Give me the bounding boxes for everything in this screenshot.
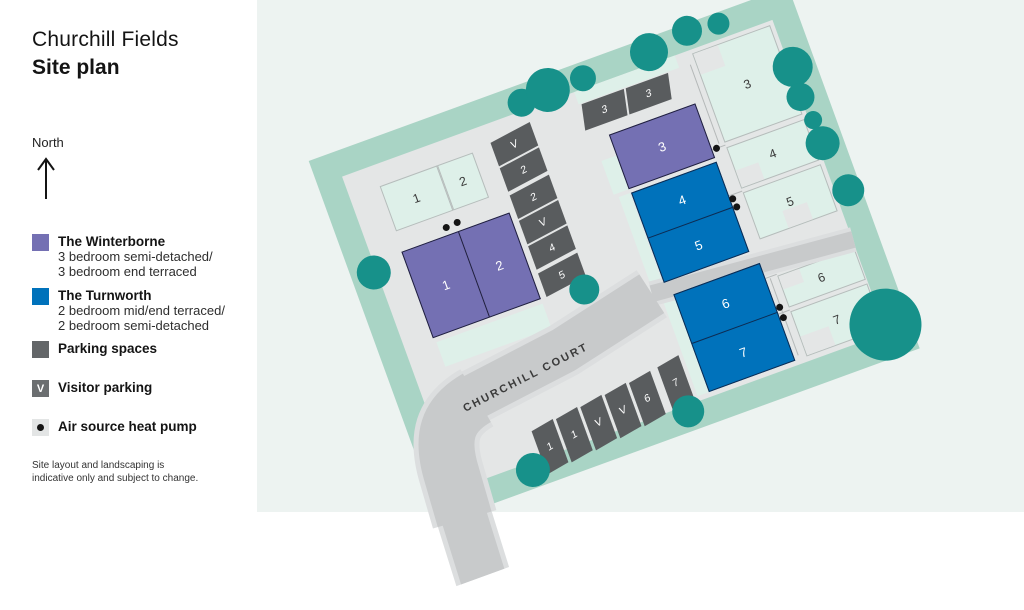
plot-number: 7 <box>737 343 750 361</box>
plot-number: 1 <box>439 276 452 293</box>
garden-label-7: 7 <box>831 312 843 328</box>
parking-space-label: 6 <box>642 391 653 406</box>
plot-number: 4 <box>676 191 689 209</box>
legend-name: Visitor parking <box>58 380 153 395</box>
heat-pump-swatch <box>32 419 49 436</box>
parking-space-label: 3 <box>600 102 609 117</box>
parking-space-label: 1 <box>569 427 579 442</box>
parking-space-label: 7 <box>671 375 681 391</box>
legend-desc: 2 bedroom semi-detached <box>58 318 210 333</box>
site-plan-page: { "title": { "line1": "Churchill Fields"… <box>0 0 1024 593</box>
legend-name: Air source heat pump <box>58 419 197 434</box>
parking-space-label: V <box>593 415 604 431</box>
parking-space-label: V <box>617 403 629 419</box>
disclaimer-line: indicative only and subject to change. <box>32 473 199 484</box>
heat-pump-dot-icon <box>37 424 44 431</box>
visitor-parking-swatch: V <box>32 380 49 397</box>
disclaimer-line: Site layout and landscaping is <box>32 460 165 471</box>
garden-label-4: 4 <box>767 146 779 162</box>
legend-item-parking: Parking spaces <box>32 341 157 358</box>
parking-space-label: 2 <box>528 189 539 204</box>
legend-desc: 3 bedroom semi-detached/ <box>58 249 213 264</box>
parking-space-label: 2 <box>518 162 529 177</box>
parking-space-label: 4 <box>547 240 557 255</box>
plot-number: 6 <box>719 295 732 312</box>
legend-item-visitor-parking: V Visitor parking <box>32 380 152 397</box>
info-panel: Churchill Fields Site plan North The Win… <box>0 0 257 512</box>
parking-space-label: 3 <box>645 86 653 101</box>
site-plan-map: 1 2 3 4 5 6 7 CHURCHILL COURT <box>166 0 993 610</box>
plot-number: 3 <box>656 138 668 155</box>
turnworth-color-swatch <box>32 288 49 305</box>
garden-label-3: 3 <box>741 76 753 92</box>
legend-item-winterborne: The Winterborne 3 bedroom semi-detached/… <box>32 234 213 279</box>
plot-number: 2 <box>493 256 506 274</box>
parking-color-swatch <box>32 341 49 358</box>
legend-name: The Winterborne <box>58 234 166 249</box>
legend-name: Parking spaces <box>58 341 158 356</box>
garden-label-1: 1 <box>410 190 423 207</box>
page-subtitle: Site plan <box>32 56 120 79</box>
plot-number: 5 <box>692 236 705 254</box>
north-arrow-icon <box>37 157 55 199</box>
legend-item-heat-pump: Air source heat pump <box>32 419 197 436</box>
legend-item-turnworth: The Turnworth 2 bedroom mid/end terraced… <box>32 288 225 333</box>
page-title: Churchill Fields <box>32 28 179 51</box>
parking-space-label: V <box>537 214 548 230</box>
garden-label-2: 2 <box>457 173 469 190</box>
legend-desc: 3 bedroom end terraced <box>58 264 197 279</box>
north-label: North <box>32 135 64 150</box>
disclaimer: Site layout and landscaping is indicativ… <box>32 459 198 485</box>
legend-desc: 2 bedroom mid/end terraced/ <box>58 303 225 318</box>
parking-space-label: 5 <box>557 267 567 282</box>
garden-label-6: 6 <box>815 269 828 286</box>
parking-space-label: V <box>509 136 520 152</box>
winterborne-color-swatch <box>32 234 49 251</box>
parking-space-label: 1 <box>545 439 555 454</box>
legend-name: The Turnworth <box>58 288 152 303</box>
